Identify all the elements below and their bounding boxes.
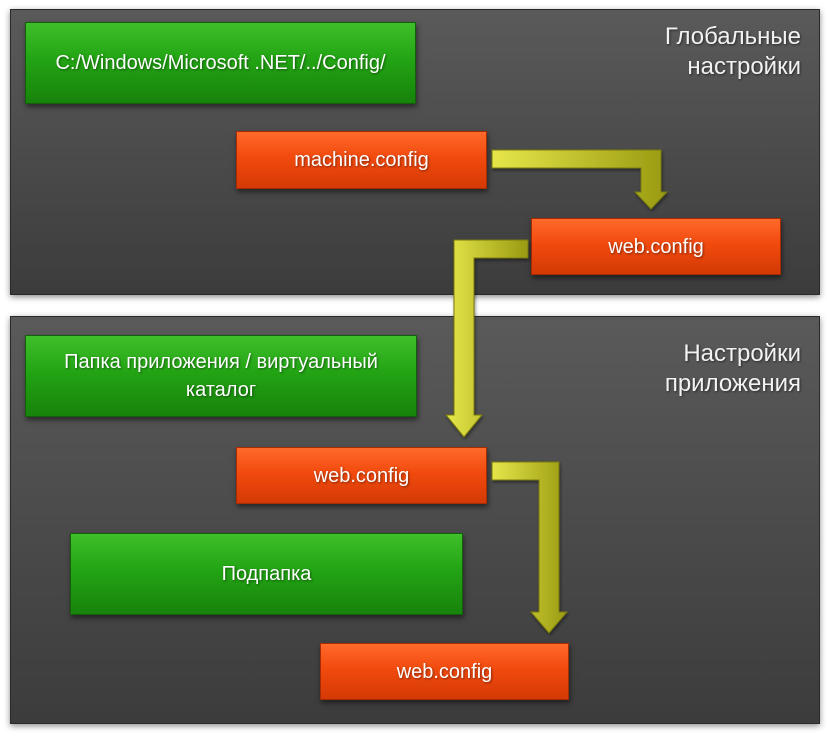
- framework-config-path-box: C:/Windows/Microsoft .NET/../Config/: [25, 22, 416, 104]
- subfolder-box: Подпапка: [70, 533, 463, 615]
- subfolder-web-config-box: web.config: [320, 643, 569, 700]
- application-settings-title: Настройки приложения: [664, 340, 801, 397]
- application-web-config-box: web.config: [236, 447, 487, 504]
- application-folder-box: Папка приложения / виртуальный каталог: [25, 335, 417, 417]
- global-web-config-box: web.config: [531, 218, 781, 275]
- global-settings-title: Глобальные настройки: [664, 23, 801, 80]
- machine-config-box: machine.config: [236, 131, 487, 189]
